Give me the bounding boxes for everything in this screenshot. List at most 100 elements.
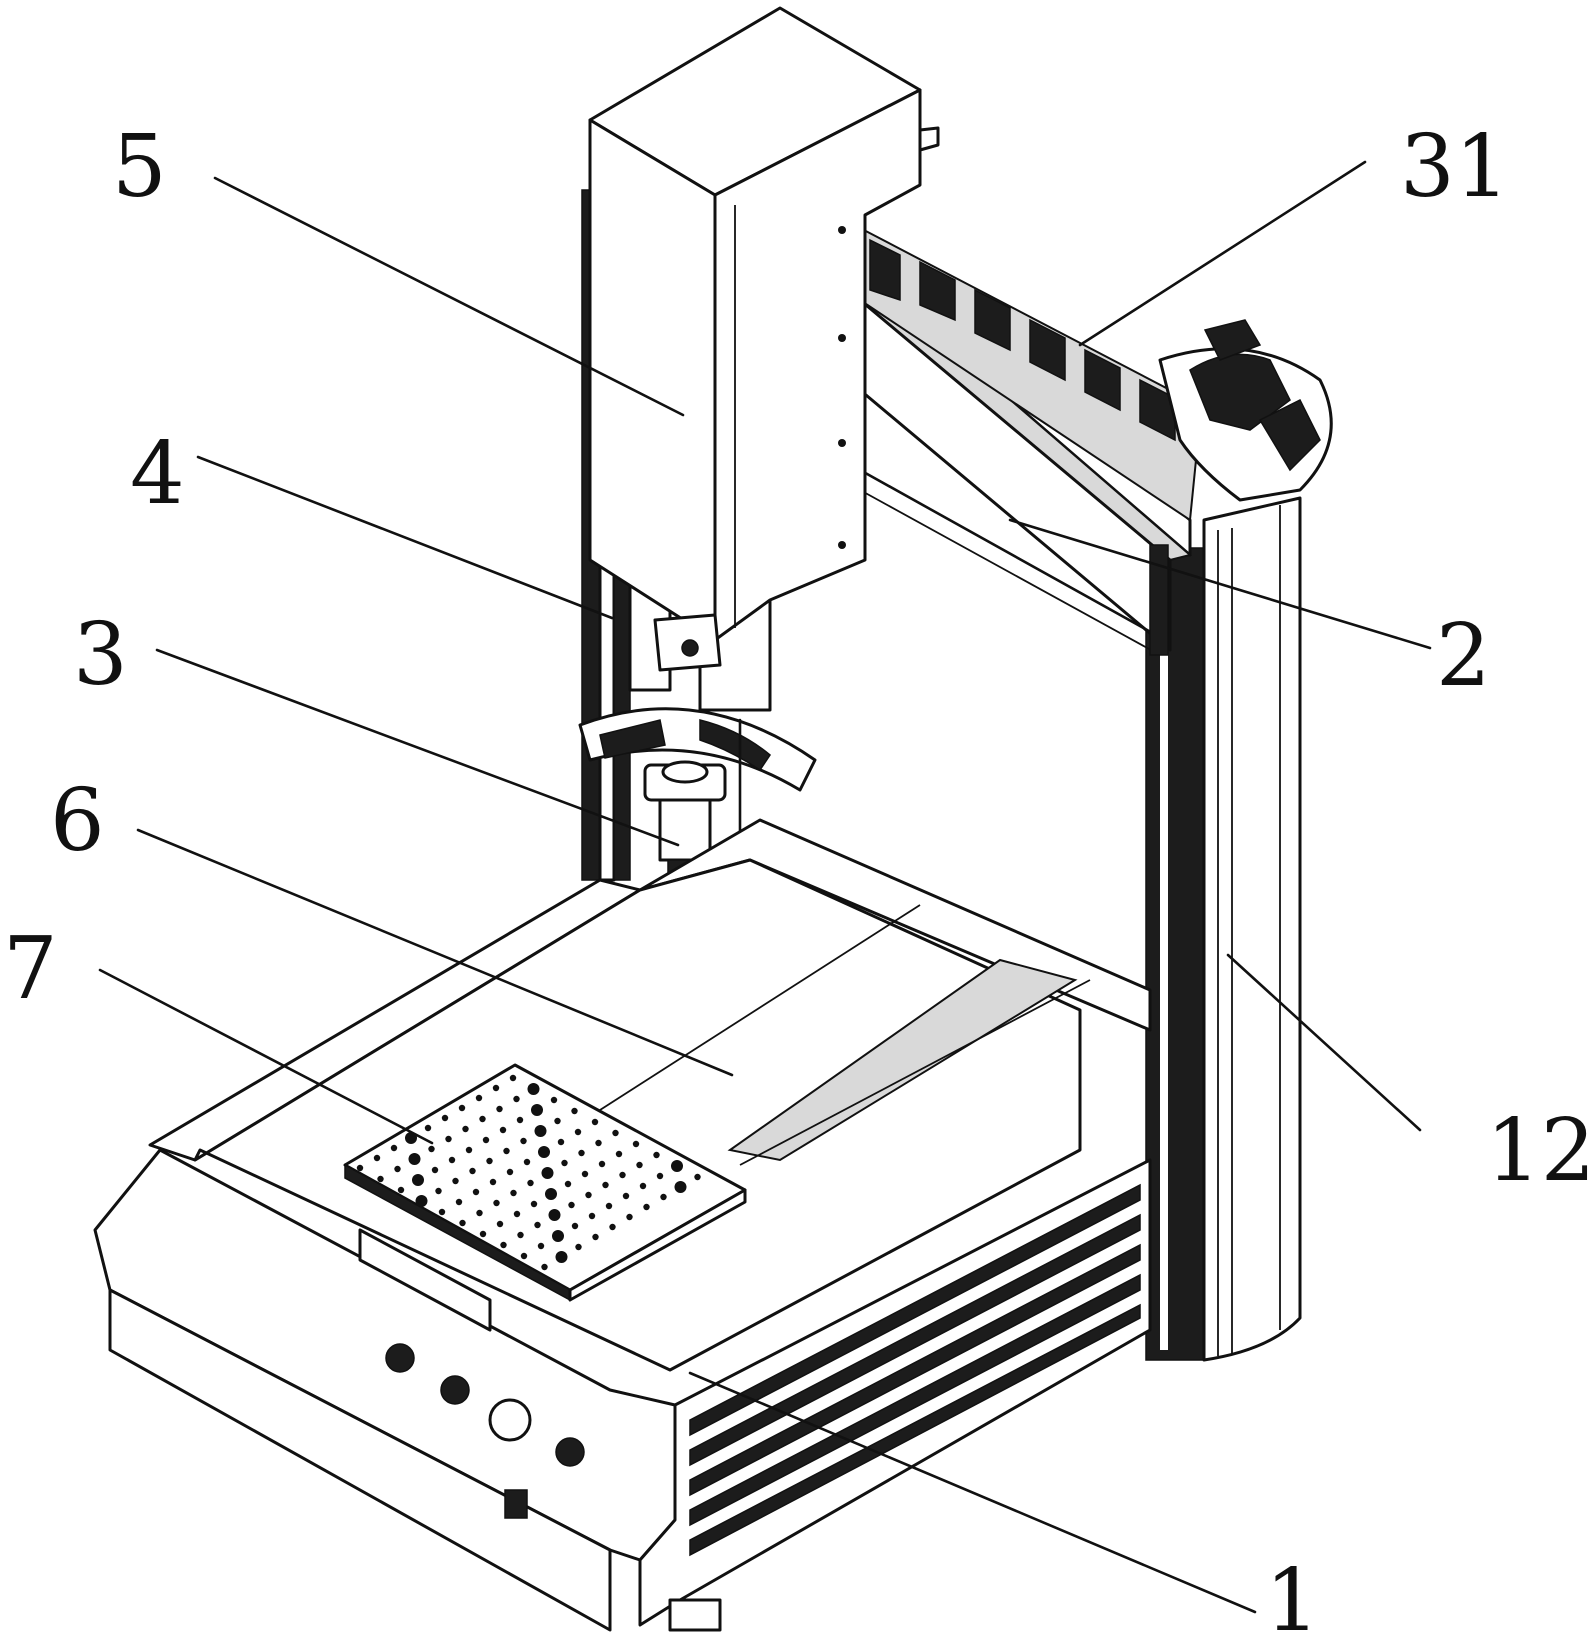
plate-hole	[599, 1161, 605, 1167]
plate-hole	[554, 1118, 560, 1124]
plate-hole	[660, 1194, 666, 1200]
plate-hole	[545, 1188, 557, 1200]
plate-hole	[619, 1172, 625, 1178]
plate-hole	[549, 1209, 561, 1221]
plate-hole	[486, 1158, 492, 1164]
plate-hole	[476, 1095, 482, 1101]
plate-hole	[535, 1125, 547, 1137]
plate-hole	[480, 1231, 486, 1237]
leader-31	[1080, 162, 1365, 345]
plate-hole	[571, 1108, 577, 1114]
plate-hole	[531, 1104, 543, 1116]
plate-hole	[442, 1115, 448, 1121]
plate-hole	[626, 1214, 632, 1220]
plate-hole	[592, 1234, 598, 1240]
plate-hole	[585, 1192, 591, 1198]
plate-hole	[517, 1117, 523, 1123]
plate-hole	[595, 1140, 601, 1146]
plate-hole	[357, 1165, 363, 1171]
plate-hole	[452, 1178, 458, 1184]
plate-hole	[409, 1153, 421, 1165]
plate-hole	[542, 1167, 554, 1179]
label-6: 6	[50, 771, 105, 871]
plate-hole	[556, 1251, 568, 1263]
plate-hole	[416, 1195, 428, 1207]
plate-hole	[694, 1174, 700, 1180]
plate-hole	[520, 1138, 526, 1144]
plate-hole	[391, 1145, 397, 1151]
plate-hole	[623, 1193, 629, 1199]
label-7: 7	[3, 919, 58, 1019]
plate-hole	[514, 1211, 520, 1217]
label-2: 2	[1436, 606, 1491, 706]
plate-hole	[653, 1152, 659, 1158]
plate-hole	[496, 1106, 502, 1112]
plate-hole	[476, 1210, 482, 1216]
plate-hole	[398, 1187, 404, 1193]
plate-hole	[483, 1137, 489, 1143]
plate-hole	[493, 1085, 499, 1091]
plate-hole	[500, 1242, 506, 1248]
plate-hole	[435, 1188, 441, 1194]
plate-hole	[521, 1253, 527, 1259]
label-3: 3	[73, 605, 128, 705]
plate-hole	[412, 1174, 424, 1186]
plate-hole	[541, 1264, 547, 1270]
plate-hole	[612, 1130, 618, 1136]
plate-hole	[490, 1179, 496, 1185]
leader-4	[198, 457, 612, 618]
label-1: 1	[1265, 1551, 1320, 1638]
plate-hole	[374, 1155, 380, 1161]
plate-hole	[592, 1119, 598, 1125]
plate-hole	[500, 1127, 506, 1133]
plate-hole	[456, 1199, 462, 1205]
plate-hole	[558, 1139, 564, 1145]
label-5: 5	[112, 117, 167, 217]
plate-hole	[671, 1160, 683, 1172]
plate-hole	[616, 1151, 622, 1157]
label-12: 12	[1486, 1101, 1589, 1201]
plate-hole	[565, 1181, 571, 1187]
plate-hole	[606, 1203, 612, 1209]
label-31: 31	[1400, 117, 1509, 217]
plate-hole	[517, 1232, 523, 1238]
plate-hole	[459, 1220, 465, 1226]
plate-hole	[633, 1141, 639, 1147]
plate-hole	[551, 1097, 557, 1103]
plate-hole	[428, 1146, 434, 1152]
plate-hole	[561, 1160, 567, 1166]
plate-hole	[609, 1224, 615, 1230]
plate-hole	[552, 1230, 564, 1242]
plate-hole	[425, 1125, 431, 1131]
plate-hole	[394, 1166, 400, 1172]
plate-hole	[534, 1222, 540, 1228]
plate-hole	[527, 1180, 533, 1186]
plate-hole	[602, 1182, 608, 1188]
label-4: 4	[130, 424, 185, 524]
plate-hole	[575, 1129, 581, 1135]
plate-hole	[582, 1171, 588, 1177]
plate-hole	[503, 1148, 509, 1154]
plate-hole	[589, 1213, 595, 1219]
plate-hole	[377, 1176, 383, 1182]
plate-hole	[538, 1146, 550, 1158]
plate-hole	[462, 1126, 468, 1132]
plate-hole	[473, 1189, 479, 1195]
plate-hole	[575, 1244, 581, 1250]
plate-hole	[636, 1162, 642, 1168]
plate-hole	[568, 1202, 574, 1208]
plate-hole	[657, 1173, 663, 1179]
plate-hole	[469, 1168, 475, 1174]
plate-hole	[449, 1157, 455, 1163]
plate-hole	[675, 1181, 687, 1193]
plate-hole	[445, 1136, 451, 1142]
plate-hole	[507, 1169, 513, 1175]
plate-hole	[493, 1200, 499, 1206]
plate-hole	[439, 1209, 445, 1215]
plate-hole	[578, 1150, 584, 1156]
plate-hole	[538, 1243, 544, 1249]
plate-hole	[479, 1116, 485, 1122]
plate-hole	[513, 1096, 519, 1102]
